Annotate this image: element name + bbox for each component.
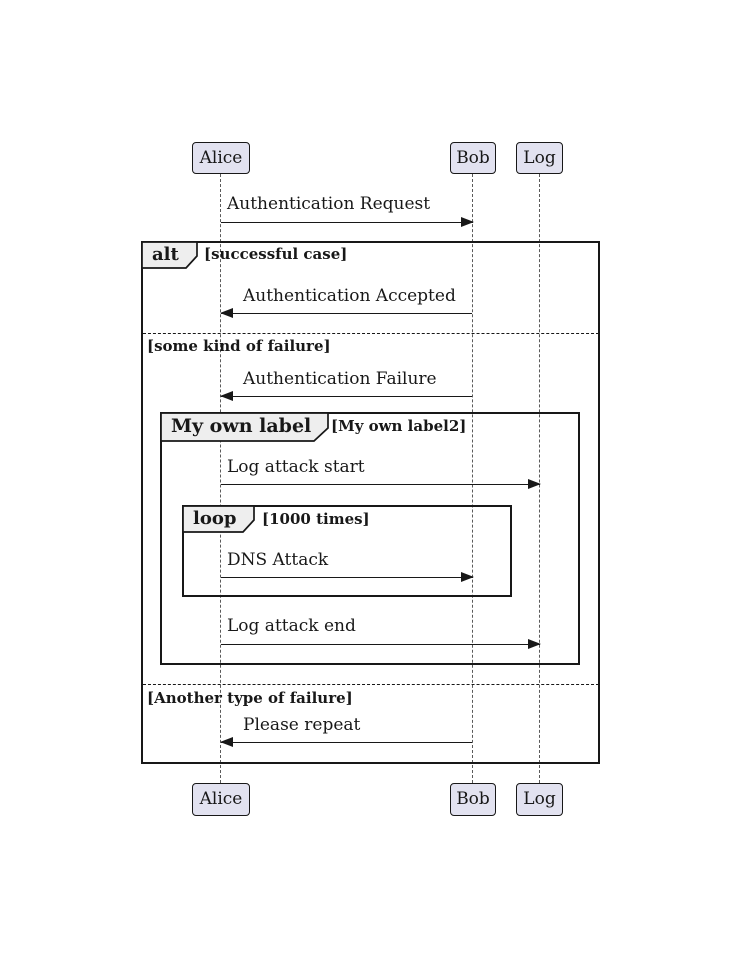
custom-frame: My own label xyxy=(160,412,580,665)
message-arrow xyxy=(220,391,472,402)
message-arrow xyxy=(221,217,474,228)
participant-label: Bob xyxy=(456,147,490,168)
message-log-attack-start: Log attack start xyxy=(227,457,365,477)
participant-bob-bottom: Bob xyxy=(450,783,496,816)
participant-label: Log xyxy=(523,147,556,168)
loop-frame: loop xyxy=(182,505,512,597)
message-arrow xyxy=(221,639,541,650)
message-arrow xyxy=(220,737,472,748)
participant-log-bottom: Log xyxy=(516,783,563,816)
alt-divider-2 xyxy=(143,684,599,685)
participant-label: Bob xyxy=(456,789,490,809)
participant-label: Alice xyxy=(199,147,243,168)
message-log-attack-end: Log attack end xyxy=(227,616,356,636)
message-arrow xyxy=(220,308,472,319)
alt-frame: alt xyxy=(141,241,600,764)
arrowhead-right-icon xyxy=(461,217,474,228)
message-authentication-request: Authentication Request xyxy=(227,194,431,214)
message-dns-attack: DNS Attack xyxy=(227,550,329,570)
participant-alice-bottom: Alice xyxy=(192,783,250,816)
alice-lifeline xyxy=(220,174,221,783)
alt-divider-2-label: [Another type of failure] xyxy=(147,689,353,707)
alt-operator-text: alt xyxy=(152,244,179,265)
participant-bob-top: Bob xyxy=(450,142,496,174)
participant-log-top: Log xyxy=(516,142,563,174)
participant-label: Log xyxy=(523,789,556,809)
loop-operator-text: loop xyxy=(193,508,237,529)
alt-divider-1 xyxy=(143,333,599,334)
participant-label: Alice xyxy=(199,789,243,809)
alt-guard: [successful case] xyxy=(204,245,348,263)
arrowhead-left-icon xyxy=(220,391,233,402)
alt-operator-label: alt xyxy=(141,241,199,269)
message-authentication-failure: Authentication Failure xyxy=(243,369,437,389)
arrowhead-left-icon xyxy=(220,308,233,319)
arrowhead-right-icon xyxy=(528,479,541,490)
loop-guard: [1000 times] xyxy=(262,510,370,528)
bob-lifeline xyxy=(472,174,473,783)
log-lifeline xyxy=(539,174,540,783)
arrowhead-right-icon xyxy=(528,639,541,650)
arrowhead-right-icon xyxy=(461,572,474,583)
custom-operator-label: My own label xyxy=(160,412,330,442)
loop-operator-label: loop xyxy=(182,505,256,533)
participant-alice-top: Alice xyxy=(192,142,250,174)
custom-operator-text: My own label xyxy=(171,415,312,437)
message-arrow xyxy=(221,479,541,490)
arrowhead-left-icon xyxy=(220,737,233,748)
frame-label-pentagon xyxy=(182,505,255,533)
message-please-repeat: Please repeat xyxy=(243,715,361,735)
frame-label-pentagon xyxy=(160,412,329,442)
message-arrow xyxy=(221,572,474,583)
custom-guard: [My own label2] xyxy=(331,417,467,435)
frame-label-pentagon xyxy=(141,241,198,269)
message-authentication-accepted: Authentication Accepted xyxy=(243,286,456,306)
alt-divider-1-label: [some kind of failure] xyxy=(147,337,331,355)
